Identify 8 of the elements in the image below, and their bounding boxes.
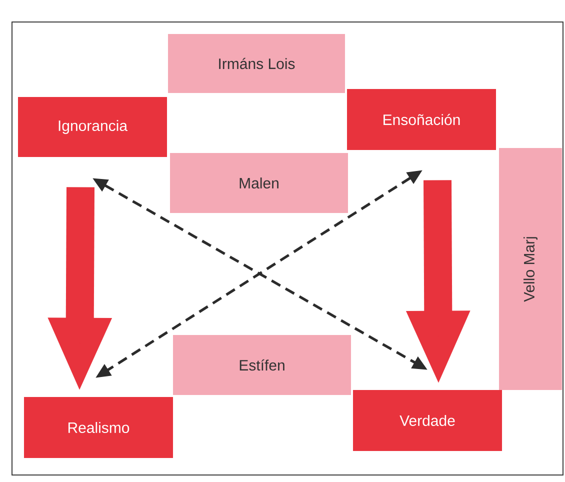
label-box: Vello Marj bbox=[499, 148, 562, 390]
concept-box: Realismo bbox=[24, 397, 173, 458]
concept-box: Ignorancia bbox=[18, 97, 167, 157]
label-box: Estífen bbox=[173, 335, 351, 395]
concept-box: Ensoñación bbox=[347, 89, 496, 150]
label-box: Irmáns Lois bbox=[168, 34, 345, 93]
label-box: Malen bbox=[170, 153, 348, 213]
concept-box: Verdade bbox=[353, 390, 502, 451]
